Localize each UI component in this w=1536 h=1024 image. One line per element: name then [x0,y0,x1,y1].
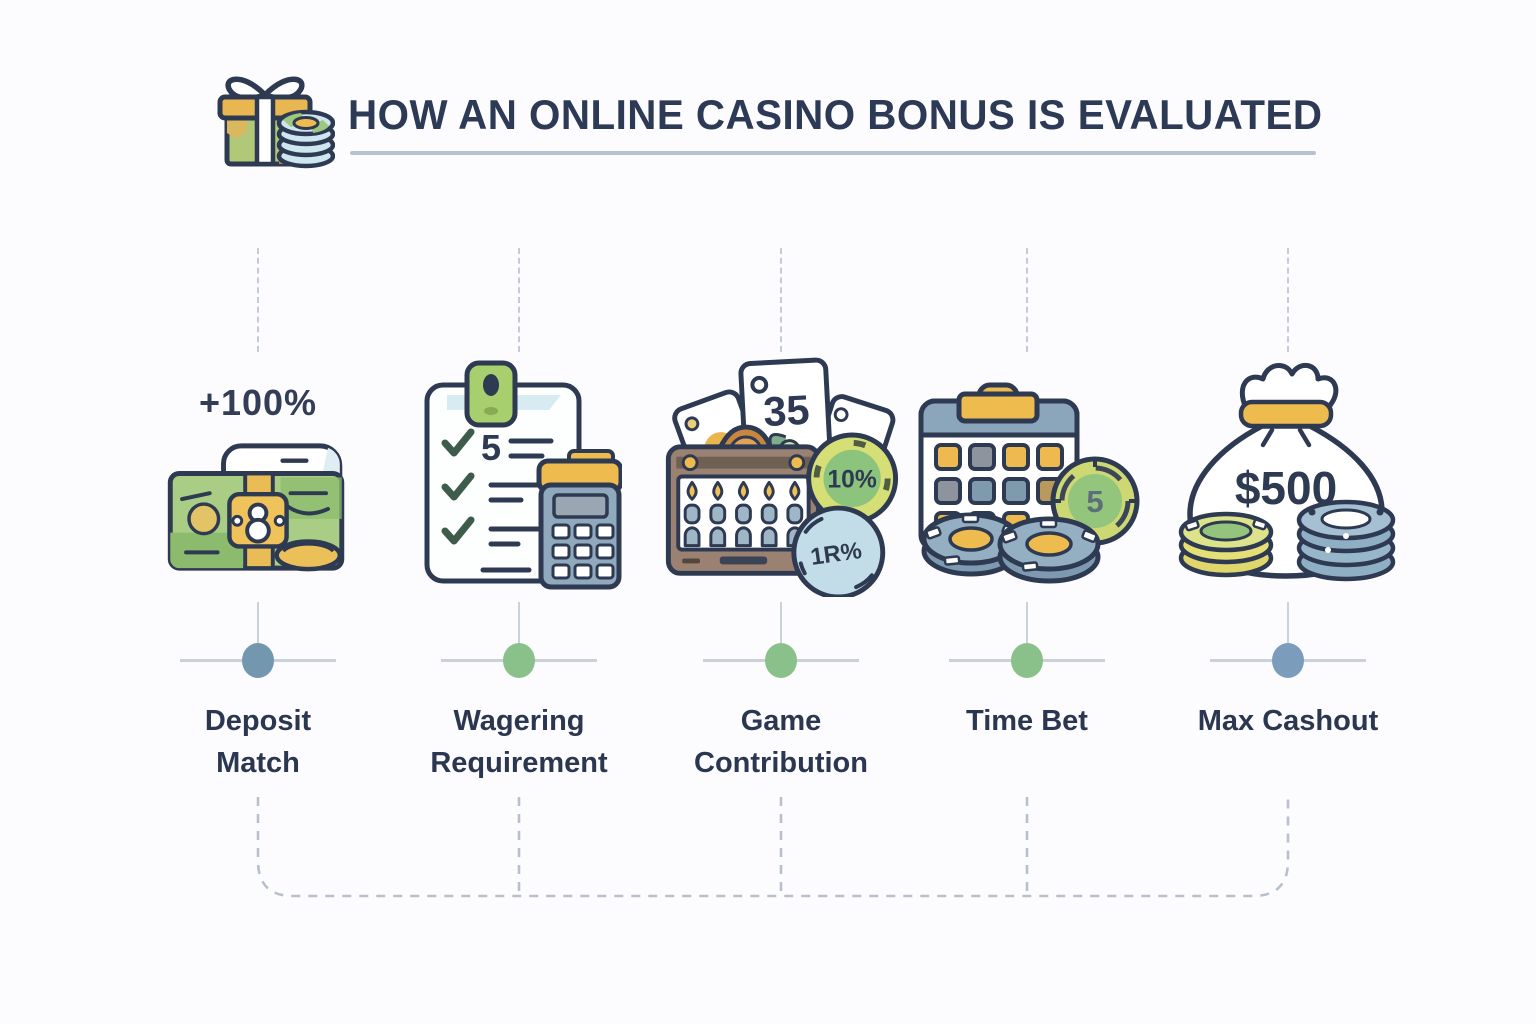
timeline-node [882,602,1172,722]
dashed-line-top [780,248,782,352]
poker-chip-icon [997,516,1100,584]
cards-slot-chips-icon: 35 [665,357,899,597]
step-game-contribution: 35 [636,248,926,828]
timeline-node [113,602,403,722]
step-deposit-match: +100% [113,248,403,828]
node-stem-line [518,602,520,660]
node-stem-line [1026,602,1028,660]
chip-stack-icon [276,109,335,169]
node-stem-line [780,602,782,660]
deposit-match-value: +100% [198,382,318,423]
dashed-line-top [257,248,259,352]
timeline-dot [242,643,274,678]
chip-stack-yellow-icon [1178,511,1274,578]
dashed-line-top [1026,248,1028,352]
dashed-line-top [518,248,520,352]
checklist-calculator-icon: 5 [424,360,622,590]
step-max-cashout: $500 [1143,248,1433,828]
timeline-dot [765,643,797,678]
node-stem-line [1287,602,1289,660]
chip-stack-blue-icon [1296,499,1396,582]
timeline-dot [1011,643,1043,678]
node-stem-line [257,602,259,660]
dashed-line-top [1287,248,1289,352]
calendar-chips-icon: 5 [918,382,1139,584]
cash-stack-icon [167,443,345,572]
step-label-max-cashout: Max Cashout [1197,705,1379,737]
timeline-node [636,602,926,722]
title-underline [350,151,1316,155]
checklist-number: 5 [481,427,501,468]
chip-green-text: 10% [827,466,876,493]
timeline-node [374,602,664,722]
page-title: HOW AN ONLINE CASINO BONUS IS EVALUATED [348,91,1323,138]
step-time-bet: 5 [882,248,1172,828]
step-label-time-bet: Time Bet [966,705,1088,737]
timeline-node [1143,602,1433,722]
timeline-dot [503,643,535,678]
step-wagering-requirement: 5 [374,248,664,828]
timer-chip-text: 5 [1086,484,1103,519]
chip-blue-icon: 1R% [791,505,886,597]
calculator-icon [536,449,622,590]
card-number: 35 [762,386,811,435]
timeline-dot [1272,643,1304,678]
slot-machine-icon [665,424,822,576]
money-bag-chips-icon: $500 [1178,362,1396,582]
gift-with-casino-chips-icon [217,76,335,169]
